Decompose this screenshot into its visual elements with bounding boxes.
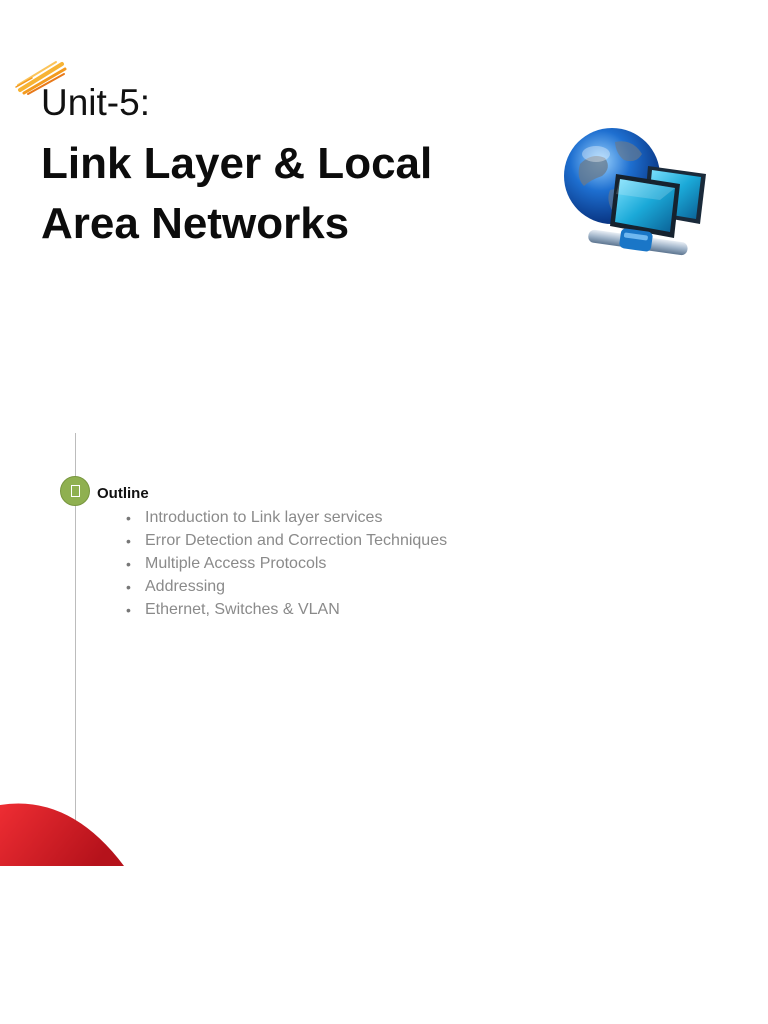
list-item: Error Detection and Correction Technique… xyxy=(126,530,447,553)
list-item: Introduction to Link layer services xyxy=(126,507,447,530)
list-item: Multiple Access Protocols xyxy=(126,553,447,576)
unit-label: Unit-5: xyxy=(41,82,150,123)
outline-heading: Outline xyxy=(97,485,149,502)
red-corner-decoration xyxy=(0,803,124,866)
page-title: Link Layer & Local Area Networks xyxy=(41,139,433,248)
timeline-line xyxy=(75,433,76,865)
globe-computers-icon xyxy=(564,128,706,256)
outline-list: Introduction to Link layer services Erro… xyxy=(126,507,447,622)
list-item: Addressing xyxy=(126,576,447,599)
outline-bullet-icon xyxy=(60,476,90,506)
brush-stroke-icon xyxy=(15,61,67,95)
list-item: Ethernet, Switches & VLAN xyxy=(126,599,447,622)
